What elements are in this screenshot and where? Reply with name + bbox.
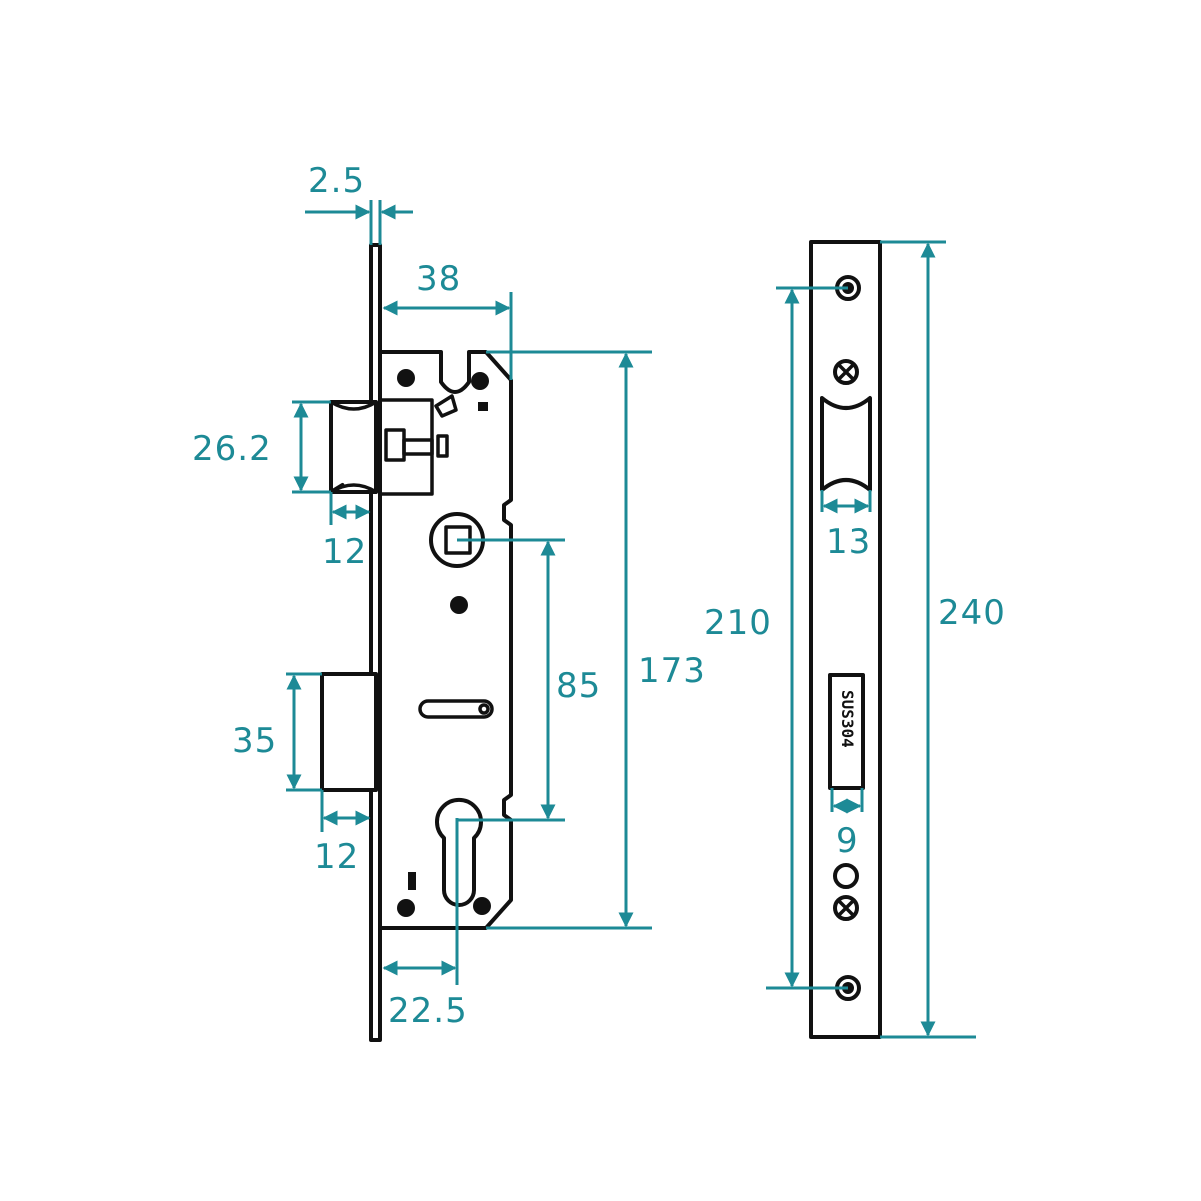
side-view [320, 243, 513, 1042]
latch-slot [820, 396, 872, 492]
dim-label-35: 35 [232, 721, 277, 761]
bolt-slot [828, 673, 865, 790]
deadbolt [320, 672, 378, 792]
cylinder-hole [435, 797, 483, 907]
material-stamp: SUS304 [838, 690, 857, 748]
case-screw-hole [397, 899, 415, 917]
latch-bolt [329, 400, 378, 494]
dim-label-85: 85 [556, 666, 601, 706]
case-screw-hole [471, 372, 489, 390]
dim-label-9: 9 [836, 821, 859, 861]
case-screw-hole [473, 897, 491, 915]
dim-label-38: 38 [416, 259, 461, 299]
dim-label-240: 240 [938, 593, 1006, 633]
dim-label-12-deadbolt: 12 [314, 837, 359, 877]
case-slot [418, 699, 494, 719]
dim-label-13: 13 [826, 522, 871, 562]
dim-label-26-2: 26.2 [192, 429, 272, 469]
dimensions: 2.5 38 26.2 12 35 12 22.5 85 173 [192, 161, 1006, 1039]
case-screw-hole [397, 369, 415, 387]
dim-label-22-5: 22.5 [388, 991, 468, 1031]
dim-label-12-latch: 12 [322, 532, 367, 572]
dim-label-210: 210 [704, 603, 772, 643]
dim-label-2-5: 2.5 [308, 161, 365, 201]
lock-case [378, 350, 513, 930]
front-view: SUS304 [809, 240, 882, 1039]
dim-label-173: 173 [638, 651, 706, 691]
